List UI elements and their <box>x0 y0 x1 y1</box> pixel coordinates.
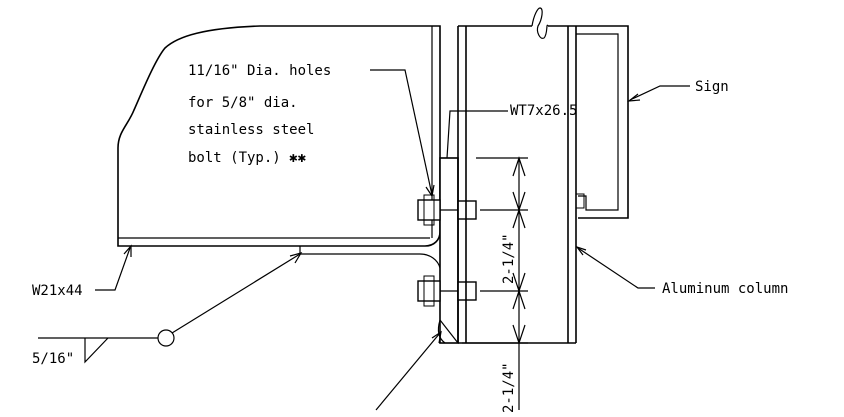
hole-note-line-4: bolt (Typ.) ✱✱ <box>188 150 307 166</box>
hole-note-line-2: for 5/8" dia. <box>188 95 298 111</box>
sign-label: Sign <box>695 79 729 95</box>
weld-symbol <box>38 252 303 364</box>
hole-note: 11/16" Dia. holes for 5/8" dia. stainles… <box>188 63 331 166</box>
weld-size-label: 5/16" <box>32 351 74 367</box>
tee-plate <box>437 157 459 344</box>
dimension-upper-label: 2-1/4" <box>501 233 517 284</box>
leader-lines <box>95 69 690 411</box>
column-label: Aluminum column <box>662 281 788 297</box>
hole-note-line-1: 11/16" Dia. holes <box>188 63 331 79</box>
bolt-lower <box>417 275 477 307</box>
sign-panel <box>575 25 629 219</box>
hole-note-line-3: stainless steel <box>188 122 314 138</box>
tee-label: WT7x26.5 <box>510 103 577 119</box>
beam-label: W21x44 <box>32 283 83 299</box>
dimension-lower-label: 2-1/4" <box>501 362 517 413</box>
dimension-lines <box>462 156 528 410</box>
